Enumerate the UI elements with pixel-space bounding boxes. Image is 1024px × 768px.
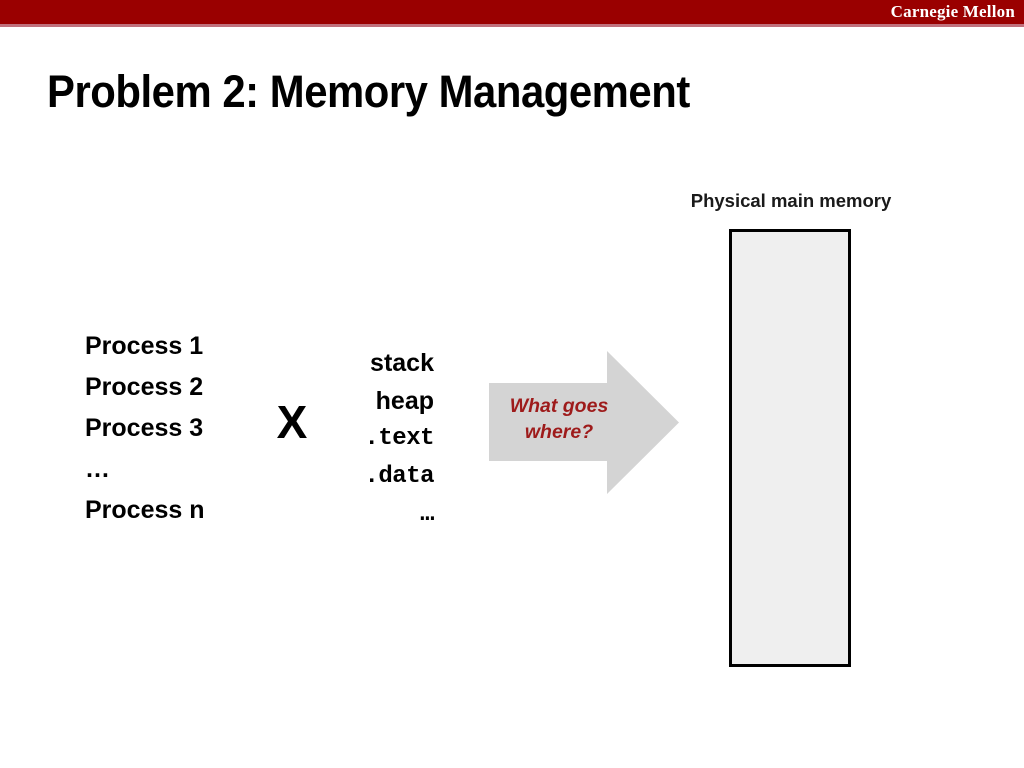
list-item: .text bbox=[364, 425, 434, 452]
arrow-caption-line-1: What goes bbox=[509, 395, 609, 417]
header-band bbox=[0, 0, 1024, 24]
carnegie-mellon-brand: Carnegie Mellon bbox=[890, 2, 1015, 21]
arrow-caption-line-2: where? bbox=[524, 421, 594, 443]
list-item: Process 3 bbox=[85, 414, 204, 442]
list-item: Process 2 bbox=[85, 373, 204, 401]
physical-memory-box bbox=[729, 229, 851, 667]
list-item: .data bbox=[364, 463, 434, 490]
list-item-ellipsis: … bbox=[85, 455, 110, 483]
process-list: Process 1 Process 2 Process 3 … Process … bbox=[85, 326, 285, 531]
page-title: Problem 2: Memory Management bbox=[47, 66, 690, 117]
list-item-ellipsis: … bbox=[420, 501, 434, 528]
memory-segment-list: stack heap .text .data … bbox=[312, 344, 434, 534]
list-item: heap bbox=[375, 387, 434, 415]
multiplication-operator: X bbox=[276, 396, 308, 448]
list-item: Process n bbox=[85, 496, 205, 524]
arrow-caption: What goes where? bbox=[495, 393, 623, 445]
physical-memory-label: Physical main memory bbox=[690, 190, 892, 211]
header-underline bbox=[0, 24, 1024, 27]
list-item: Process 1 bbox=[85, 332, 204, 360]
flow-arrow-block: What goes where? bbox=[489, 351, 679, 494]
right-arrow-icon bbox=[489, 351, 679, 494]
list-item: stack bbox=[370, 349, 434, 377]
